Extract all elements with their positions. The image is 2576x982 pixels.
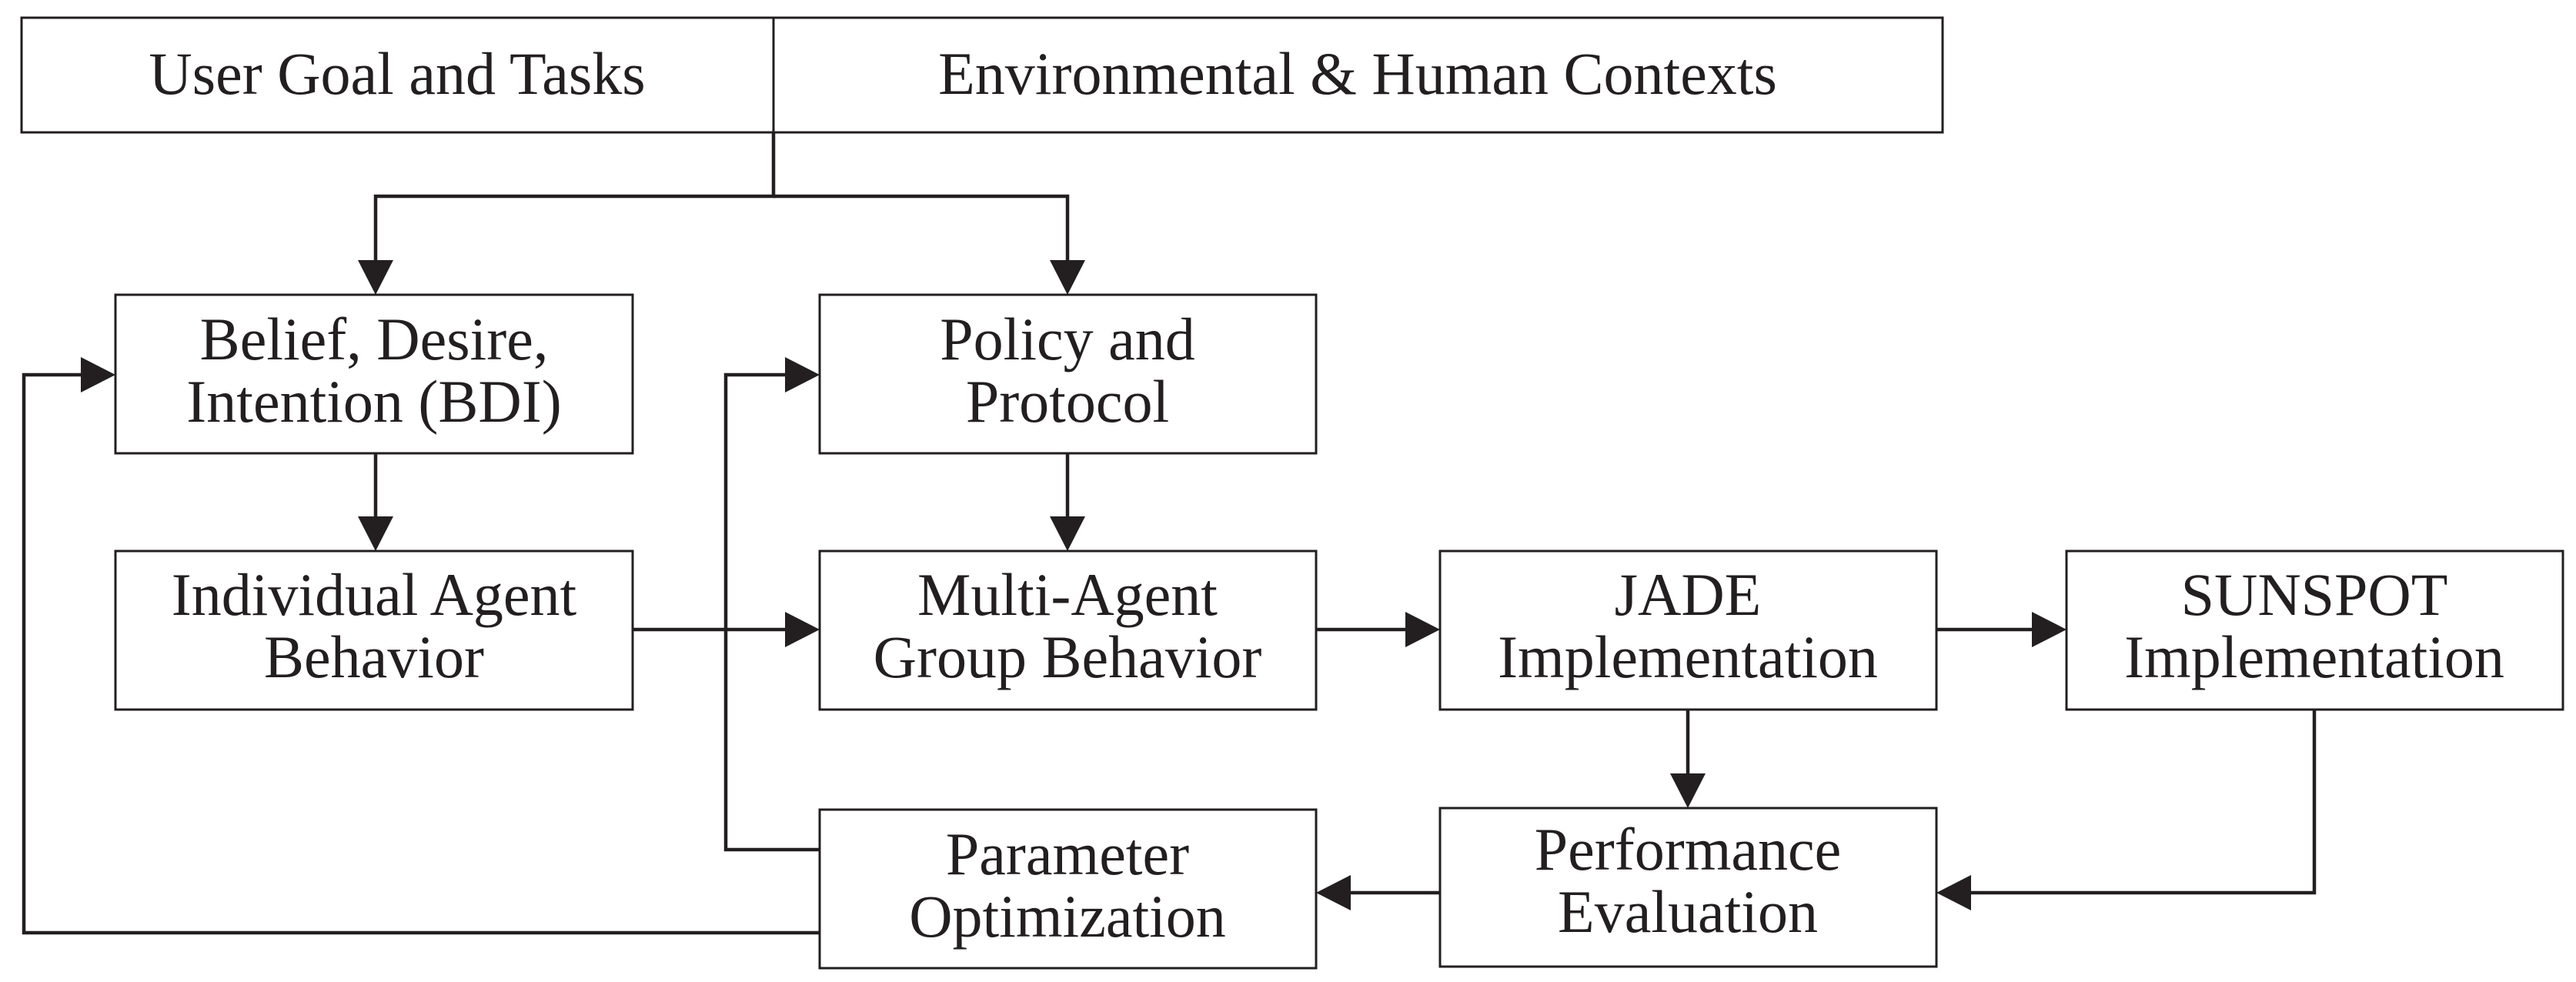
arrowhead-to-multi-agent-left: [785, 612, 820, 647]
user-goal-label: User Goal and Tasks: [149, 40, 645, 107]
performance-box: [1438, 807, 1938, 968]
individual-label-line1: Individual Agent: [172, 561, 577, 628]
multi-agent-label-line2: Group Behavior: [874, 623, 1262, 690]
arrowhead-to-performance-top: [1670, 773, 1706, 808]
arrowhead-to-policy-left: [785, 357, 820, 392]
header-box: [20, 16, 1944, 134]
sunspot-label-line2: Implementation: [2124, 623, 2504, 690]
bdi-label-line2: Intention (BDI): [186, 368, 561, 435]
node-parameter-optimization: Parameter Optimization: [818, 808, 1318, 970]
node-policy: Policy and Protocol: [818, 293, 1318, 455]
policy-label-line1: Policy and: [940, 306, 1194, 372]
multi-agent-label-line1: Multi-Agent: [917, 561, 1218, 628]
parameter-label-line2: Optimization: [909, 883, 1226, 950]
parameter-box: [818, 808, 1318, 970]
node-individual-agent: Individual Agent Behavior: [114, 549, 634, 711]
arrowhead-to-bdi: [358, 260, 393, 295]
arrowhead-to-sunspot: [2032, 612, 2066, 647]
arrowhead-to-policy: [1050, 260, 1085, 295]
edge-parameter-to-bdi: [22, 372, 820, 935]
contexts-label: Environmental & Human Contexts: [938, 40, 1777, 107]
sunspot-box: [2065, 549, 2564, 711]
edge-parameter-to-policy: [723, 372, 820, 852]
policy-label-line2: Protocol: [966, 368, 1169, 435]
sunspot-label-line1: SUNSPOT: [2181, 561, 2448, 628]
arrowhead-to-jade: [1405, 612, 1440, 647]
jade-label-line2: Implementation: [1498, 623, 1878, 690]
performance-label-line1: Performance: [1535, 816, 1841, 883]
bdi-label-line1: Belief, Desire,: [200, 306, 549, 372]
arrowhead-to-multi-agent-top: [1050, 516, 1085, 551]
node-bdi: Belief, Desire, Intention (BDI): [114, 293, 634, 455]
node-multi-agent: Multi-Agent Group Behavior: [818, 549, 1318, 711]
node-sunspot: SUNSPOT Implementation: [2065, 549, 2564, 711]
header-bar: User Goal and Tasks Environmental & Huma…: [20, 16, 1944, 134]
arrowhead-to-individual: [358, 516, 393, 551]
edge-header-split: [373, 132, 776, 262]
individual-label-line2: Behavior: [264, 623, 484, 690]
bdi-box: [114, 293, 634, 455]
node-jade: JADE Implementation: [1438, 549, 1938, 711]
arrowhead-to-performance-right: [1936, 875, 1971, 910]
jade-label-line1: JADE: [1615, 561, 1762, 628]
parameter-label-line1: Parameter: [946, 820, 1189, 887]
connectors: [22, 132, 2317, 935]
edge-header-to-policy: [773, 194, 1070, 262]
node-performance-evaluation: Performance Evaluation: [1438, 807, 1938, 968]
arrowhead-to-bdi-left: [81, 357, 115, 392]
jade-box: [1438, 549, 1938, 711]
arrowhead-to-parameter: [1316, 875, 1351, 910]
performance-label-line2: Evaluation: [1558, 878, 1818, 945]
edge-sunspot-to-performance: [1970, 710, 2317, 895]
